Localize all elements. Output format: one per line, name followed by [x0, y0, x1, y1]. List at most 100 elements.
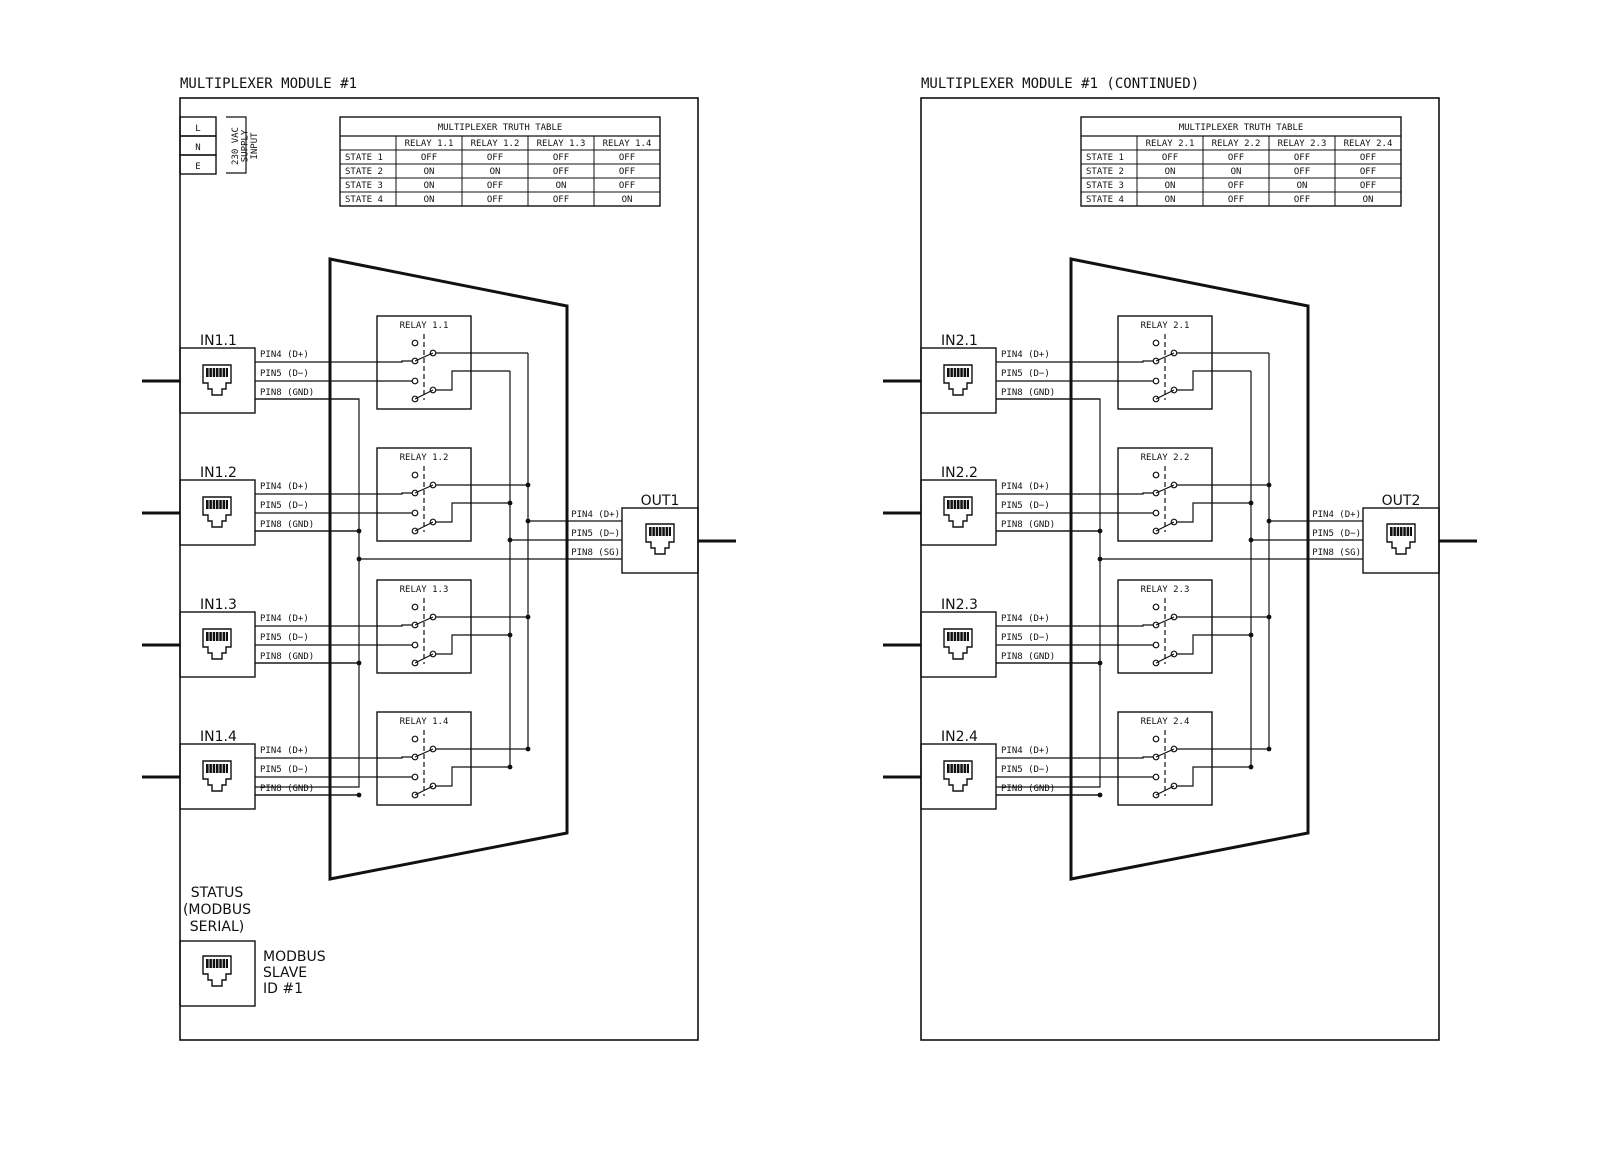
- relay-blade: [414, 616, 434, 626]
- relay-label: RELAY 2.2: [1141, 453, 1190, 463]
- truth-table-header: RELAY 1.4: [603, 139, 652, 149]
- input-pin-label: PIN8 (GND): [1001, 388, 1055, 398]
- relay-contact: [411, 735, 419, 743]
- jack-contacts: [649, 527, 671, 536]
- relay-blade: [1155, 352, 1175, 362]
- input-label: IN1.3: [200, 597, 237, 613]
- relay-box: [1117, 315, 1213, 410]
- junction-dot: [356, 528, 362, 534]
- truth-table-title: MULTIPLEXER TRUTH TABLE: [1179, 123, 1304, 133]
- status-label-line: STATUS: [191, 885, 244, 901]
- relay-blade: [1155, 785, 1175, 796]
- input-pin-label: PIN4 (D+): [260, 482, 309, 492]
- modbus-label-line: SLAVE: [263, 965, 307, 981]
- wire-common-d-minus: [436, 634, 510, 655]
- relay-1: RELAY 1.1: [376, 315, 472, 410]
- jack-contacts: [947, 632, 969, 641]
- jack-contacts: [947, 500, 969, 509]
- rj45-jack-icon: [202, 364, 232, 396]
- truth-table-header: RELAY 2.3: [1278, 139, 1327, 149]
- supply-terminal-label: E: [195, 162, 200, 172]
- wire-d-plus: [255, 624, 412, 627]
- module-title: MULTIPLEXER MODULE #1 (CONTINUED): [921, 76, 1199, 92]
- wire-d-plus: [255, 492, 412, 495]
- rj45-jack-icon: [943, 760, 973, 792]
- relay-contact: [1152, 735, 1160, 743]
- rj45-jack-icon: [202, 628, 232, 660]
- wire-common-d-minus: [1177, 634, 1251, 655]
- truth-table-cell: OFF: [619, 153, 635, 163]
- truth-table-cell: ON: [1165, 167, 1176, 177]
- output-pin-label: PIN8 (SG): [1312, 548, 1361, 558]
- truth-table-cell: OFF: [1294, 167, 1310, 177]
- relay-blade: [414, 653, 434, 664]
- truth-table-cell: ON: [556, 181, 567, 191]
- relay-blade: [1155, 653, 1175, 664]
- relay-blade: [1155, 748, 1175, 758]
- relay-blade: [414, 748, 434, 758]
- relay-contact: [1152, 377, 1160, 385]
- wire-d-plus: [996, 756, 1153, 759]
- supply-label-line: 230 VAC: [231, 127, 241, 165]
- junction-dot: [356, 792, 362, 798]
- truth-table-state: STATE 1: [1086, 153, 1124, 163]
- truth-table-cell: ON: [424, 181, 435, 191]
- junction-dot: [1097, 792, 1103, 798]
- jack-contacts: [947, 764, 969, 773]
- relay-box: [1117, 447, 1213, 542]
- status-label-line: (MODBUS: [183, 902, 251, 918]
- junction-dot: [507, 537, 513, 543]
- jack-contacts: [206, 764, 228, 773]
- jack-contacts: [206, 959, 228, 968]
- relay-blade: [414, 484, 434, 494]
- module-frame: [179, 97, 699, 1041]
- truth-table-state: STATE 3: [345, 181, 383, 191]
- relay-2: RELAY 1.2: [376, 447, 472, 542]
- truth-table-cell: ON: [1165, 181, 1176, 191]
- relay-label: RELAY 1.3: [400, 585, 449, 595]
- bus-gnd: [255, 398, 360, 788]
- junction-dot: [1248, 537, 1254, 543]
- supply-terminal-e: [179, 154, 217, 175]
- truth-table-cell: OFF: [1228, 195, 1244, 205]
- junction-dot: [1266, 518, 1272, 524]
- wire-d-plus: [255, 360, 412, 363]
- wire-common-d-minus: [1177, 370, 1251, 391]
- truth-table-cell: OFF: [1360, 153, 1376, 163]
- relay-box: [376, 579, 472, 674]
- input-pin-label: PIN5 (D−): [260, 633, 309, 643]
- relay-contact: [1152, 773, 1160, 781]
- modbus-label-line: MODBUS: [263, 949, 326, 965]
- truth-table-cell: OFF: [1294, 195, 1310, 205]
- relay-contact: [1152, 471, 1160, 479]
- truth-table-cell: OFF: [487, 153, 503, 163]
- truth-table-cell: OFF: [1228, 181, 1244, 191]
- truth-table-cell: OFF: [487, 181, 503, 191]
- input-label: IN1.2: [200, 465, 237, 481]
- input-pin-label: PIN4 (D+): [1001, 350, 1050, 360]
- truth-table-cell: OFF: [1162, 153, 1178, 163]
- relay-3: RELAY 1.3: [376, 579, 472, 674]
- rj45-jack-icon: [202, 955, 232, 987]
- output-pin-label: PIN4 (D+): [1312, 510, 1361, 520]
- truth-table-state: STATE 2: [345, 167, 383, 177]
- rj45-jack-icon: [943, 496, 973, 528]
- relay-contact: [1152, 339, 1160, 347]
- truth-table-state: STATE 4: [1086, 195, 1124, 205]
- relay-blade: [414, 521, 434, 532]
- wire-common-d-minus: [436, 766, 510, 787]
- relay-3: RELAY 2.3: [1117, 579, 1213, 674]
- input-pin-label: PIN4 (D+): [1001, 482, 1050, 492]
- input-pin-label: PIN5 (D−): [260, 501, 309, 511]
- supply-label-line: INPUT: [250, 132, 260, 160]
